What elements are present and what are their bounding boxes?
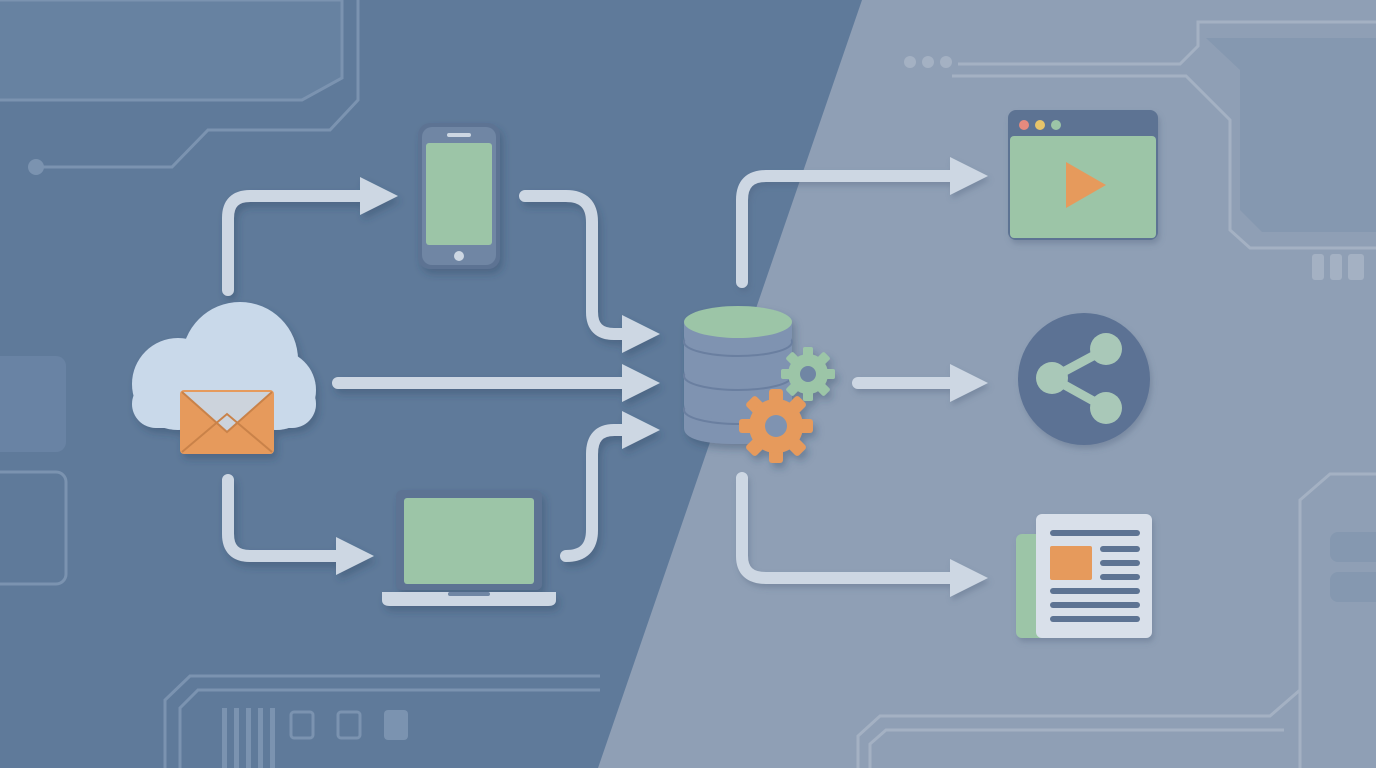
arrow-phone-to-database xyxy=(519,190,660,353)
connectors xyxy=(222,157,988,597)
arrow-database-to-video xyxy=(736,157,988,288)
database-node xyxy=(683,306,835,463)
window-dot-yellow xyxy=(1035,120,1045,130)
smartphone-icon xyxy=(418,123,500,269)
circuit-decoration-left xyxy=(0,0,600,768)
arrow-cloud-to-laptop xyxy=(222,474,374,575)
window-dot-green xyxy=(1051,120,1061,130)
database-icon xyxy=(683,306,793,444)
play-icon xyxy=(1066,162,1106,208)
gear-icon xyxy=(781,347,835,401)
circuit-decoration-right xyxy=(856,20,1376,768)
arrow-database-to-news xyxy=(736,472,988,597)
arrow-laptop-to-database xyxy=(560,411,660,562)
window-dot-red xyxy=(1019,120,1029,130)
arrow-cloud-to-database xyxy=(332,364,660,402)
video-player-icon xyxy=(1008,110,1158,240)
cloud-email-node xyxy=(132,302,316,454)
news-article-icon xyxy=(1016,514,1152,638)
share-icon xyxy=(1018,313,1150,445)
arrow-cloud-to-phone xyxy=(222,177,398,296)
laptop-icon xyxy=(382,490,556,606)
arrow-database-to-share xyxy=(852,364,988,402)
envelope-icon xyxy=(180,390,274,454)
gear-icon xyxy=(739,389,813,463)
